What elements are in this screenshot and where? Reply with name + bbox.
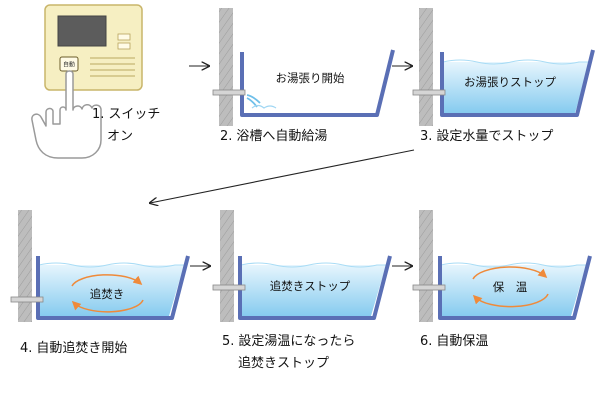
arrow-3-to-4 — [150, 149, 415, 203]
water-surface — [38, 262, 184, 268]
step-5-label: 5.設定湯温になったら — [222, 333, 355, 349]
step-5-inner-text: 追焚きストップ — [270, 279, 351, 293]
step-2-tub: お湯張り開始 — [212, 8, 395, 126]
water-surface — [440, 262, 586, 268]
step-2-label: 2.浴槽へ自動給湯 — [220, 129, 327, 144]
water-splash — [251, 104, 277, 109]
panel-display — [57, 15, 107, 47]
inlet-pipe — [412, 284, 446, 291]
inlet-pipe — [212, 284, 246, 291]
wall — [419, 8, 433, 126]
step-2-inner-text: お湯張り開始 — [276, 71, 345, 85]
tub-outline — [440, 49, 595, 117]
step-1-illustration: 自動 — [31, 4, 143, 159]
water-surface — [240, 262, 386, 268]
panel-grille — [90, 57, 135, 77]
step-4-inner-text: 追焚き — [90, 287, 125, 301]
pointing-hand-icon — [31, 70, 102, 159]
step-3-label: 3.設定水量でストップ — [420, 128, 553, 144]
step-3-tub: お湯張りストップ — [412, 8, 595, 126]
tub-outline — [240, 49, 395, 117]
water-fill — [443, 62, 590, 113]
inlet-pipe — [10, 296, 44, 303]
flow-arrows — [150, 66, 415, 266]
wall — [419, 210, 433, 322]
auto-key-label: 自動 — [63, 61, 75, 69]
step-6-tub: 保 温 — [412, 210, 592, 322]
keep-warm-circulation-icon — [472, 266, 549, 308]
wall — [219, 8, 233, 126]
water-fill — [241, 265, 386, 316]
wall — [220, 210, 234, 322]
step-4-tub: 追焚き — [10, 210, 190, 322]
step-5-tub: 追焚きストップ — [212, 210, 392, 322]
step-6-label: 6.自動保温 — [420, 334, 488, 349]
wall — [18, 210, 32, 322]
water-surface — [442, 59, 590, 65]
step-4-label: 4.自動追焚き開始 — [20, 340, 127, 356]
panel-button-top — [117, 33, 131, 41]
step-6-inner-text: 保 温 — [493, 280, 528, 294]
step-5-label-line2: 追焚きストップ — [238, 355, 329, 371]
tub-outline — [36, 255, 190, 320]
inlet-pipe — [412, 89, 446, 96]
reheat-circulation-icon — [71, 274, 144, 313]
step-1-label-line2: オン — [107, 129, 133, 144]
step-1-label: 1.スイッチ — [92, 107, 160, 122]
step-3-inner-text: お湯張りストップ — [464, 75, 556, 89]
panel-button-bottom — [117, 42, 131, 50]
inlet-pipe — [212, 89, 246, 96]
